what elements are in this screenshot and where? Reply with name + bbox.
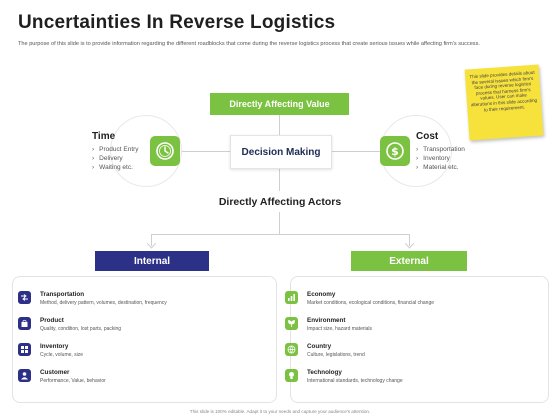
environment-icon bbox=[285, 317, 298, 330]
item-description: Impact size, hazard materials bbox=[307, 326, 373, 332]
transport-icon bbox=[18, 291, 31, 304]
item-title: Customer bbox=[40, 369, 70, 376]
list-item: Product Entry bbox=[92, 145, 138, 154]
external-header: External bbox=[351, 251, 467, 271]
item-title: Product bbox=[40, 317, 64, 324]
cost-title: Cost bbox=[416, 131, 439, 142]
item-description: Culture, legislations, trend bbox=[307, 352, 365, 358]
arrow-down-icon bbox=[147, 243, 156, 249]
customer-icon bbox=[18, 369, 31, 382]
item-title: Technology bbox=[307, 369, 342, 376]
clock-icon bbox=[150, 136, 180, 166]
economy-icon bbox=[285, 291, 298, 304]
page-title: Uncertainties In Reverse Logistics bbox=[18, 12, 336, 33]
item-title: Country bbox=[307, 343, 332, 350]
item-title: Environment bbox=[307, 317, 346, 324]
list-item: Material etc. bbox=[416, 163, 465, 172]
list-item: Technology International standards, tech… bbox=[285, 369, 403, 384]
list-item: Environment Impact size, hazard material… bbox=[285, 317, 372, 332]
list-item: Country Culture, legislations, trend bbox=[285, 343, 365, 358]
connector-line bbox=[148, 151, 230, 152]
item-description: Method, delivery pattern, volumes, desti… bbox=[40, 300, 167, 306]
list-item: Waiting etc. bbox=[92, 163, 139, 172]
product-icon bbox=[18, 317, 31, 330]
list-item: Transportation bbox=[416, 145, 465, 154]
svg-text:$: $ bbox=[391, 145, 399, 158]
decision-making-box: Decision Making bbox=[230, 135, 332, 169]
list-item: Inventory Cycle, volume, size bbox=[18, 343, 83, 358]
footer-text: This slide is 100% editable. Adapt it to… bbox=[189, 409, 371, 414]
connector-line bbox=[151, 234, 152, 246]
dollar-icon: $ bbox=[380, 136, 410, 166]
directly-affecting-actors-label: Directly Affecting Actors bbox=[218, 196, 342, 208]
country-icon bbox=[285, 343, 298, 356]
list-item: Customer Performance, Value, behavior bbox=[18, 369, 106, 384]
item-title: Inventory bbox=[40, 343, 69, 350]
connector-line bbox=[409, 234, 410, 246]
time-title: Time bbox=[92, 131, 116, 142]
item-title: Economy bbox=[307, 291, 336, 298]
connector-line bbox=[330, 151, 412, 152]
connector-line bbox=[151, 234, 410, 235]
arrow-down-icon bbox=[405, 243, 414, 249]
technology-icon bbox=[285, 369, 298, 382]
connector-line bbox=[279, 115, 280, 135]
time-list: Product Entry Delivery Waiting etc. bbox=[92, 145, 139, 172]
item-description: Quality, condition, lost parts, packing bbox=[40, 326, 122, 332]
item-title: Transportation bbox=[40, 291, 85, 298]
list-item: Inventory bbox=[416, 154, 465, 163]
list-item: Delivery bbox=[92, 154, 139, 163]
item-description: Cycle, volume, size bbox=[40, 352, 84, 358]
list-item: Product Quality, condition, lost parts, … bbox=[18, 317, 121, 332]
cost-list: Transportation Inventory Material etc. bbox=[416, 145, 465, 172]
internal-panel bbox=[12, 276, 277, 403]
item-description: Market conditions, ecological conditions… bbox=[307, 300, 435, 306]
internal-header: Internal bbox=[95, 251, 209, 271]
list-item: Transportation Method, delivery pattern,… bbox=[18, 291, 167, 306]
item-description: Performance, Value, behavior bbox=[40, 378, 106, 384]
page-subtitle: The purpose of this slide is to provide … bbox=[18, 41, 480, 47]
inventory-icon bbox=[18, 343, 31, 356]
external-panel bbox=[290, 276, 549, 403]
directly-affecting-value-label: Directly Affecting Value bbox=[210, 93, 349, 115]
sticky-note: This slide provides details about the se… bbox=[464, 64, 544, 141]
connector-line bbox=[279, 167, 280, 191]
connector-line bbox=[279, 212, 280, 234]
item-description: International standards, technology chan… bbox=[307, 378, 403, 384]
list-item: Economy Market conditions, ecological co… bbox=[285, 291, 434, 306]
